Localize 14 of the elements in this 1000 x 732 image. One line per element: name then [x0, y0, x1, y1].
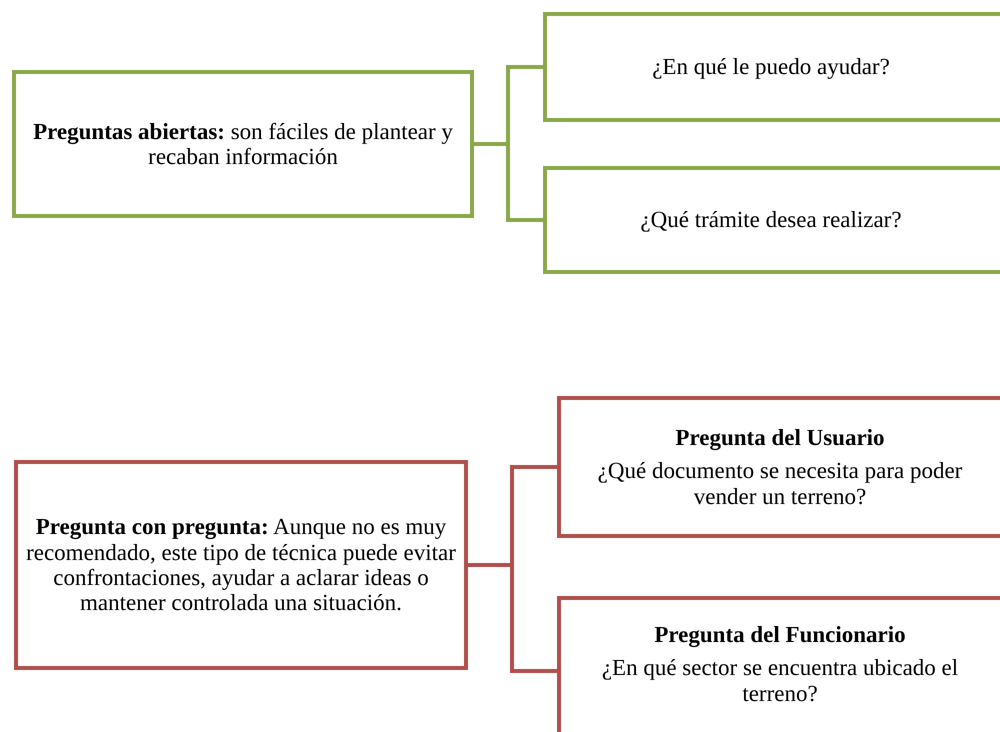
box-heading: Pregunta del Funcionario	[654, 622, 906, 648]
text-box	[557, 596, 1000, 732]
text-box	[543, 12, 1000, 122]
box-heading: Pregunta del Usuario	[675, 425, 885, 450]
box-text: Preguntas abiertas: son fáciles de plantear y recaban información	[32, 118, 454, 170]
box-text: ¿En qué sector se encuentra ubicado el terreno?	[600, 655, 960, 706]
box-text: ¿Qué documento se necesita para poder vender un terreno?	[596, 458, 964, 509]
text-box	[12, 70, 474, 218]
text-box	[14, 460, 468, 670]
box-text: ¿Qué trámite desea realizar?	[640, 207, 902, 233]
box-text: Pregunta con pregunta: Aunque no es muy recomendado, este tipo de técnica puede evitar confrontaciones, ayudar a aclarar ideas o mantener controlada una situación.	[25, 514, 457, 616]
box-text: ¿En qué le puedo ayudar?	[652, 54, 890, 80]
text-box	[543, 166, 1000, 274]
text-box	[557, 396, 1000, 538]
